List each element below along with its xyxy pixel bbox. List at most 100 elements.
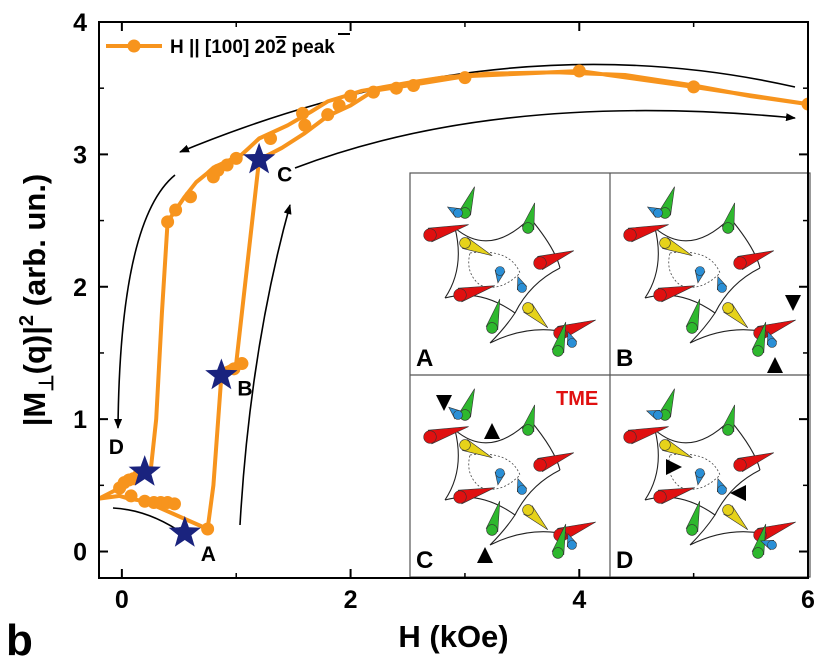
x-tick-label: 2 bbox=[344, 586, 358, 614]
data-point bbox=[389, 81, 403, 95]
red-spin-1-base bbox=[423, 430, 437, 444]
legend-label: H || [100] 202 peak bbox=[170, 37, 335, 58]
red-spin-3-base bbox=[453, 490, 467, 504]
red-spin-2-base bbox=[533, 256, 547, 270]
star-label-B: B bbox=[237, 377, 252, 400]
data-point bbox=[801, 97, 808, 111]
green-spin-2-base bbox=[522, 222, 534, 234]
yellow-spin-1-base bbox=[659, 439, 671, 451]
marker-up bbox=[767, 357, 783, 373]
inset-panel-label-A: A bbox=[416, 345, 433, 372]
blue-spin-3-base bbox=[517, 283, 527, 293]
marker-up-2 bbox=[477, 547, 493, 563]
green-spin-3-base bbox=[686, 524, 698, 536]
star-label-D: D bbox=[109, 436, 124, 459]
y-axis-superscript: 2 bbox=[16, 315, 38, 326]
data-point bbox=[296, 106, 310, 120]
blue-spin-2-base bbox=[695, 468, 705, 478]
red-spin-3-base bbox=[653, 288, 667, 302]
red-spin-2-base bbox=[733, 458, 747, 472]
marker-down bbox=[436, 395, 452, 411]
legend-overline: 2 bbox=[276, 37, 287, 58]
inset-panel-label-B: B bbox=[616, 345, 633, 372]
data-point bbox=[344, 89, 358, 103]
lattice-dashed bbox=[668, 453, 721, 490]
green-spin-4-base bbox=[552, 547, 564, 559]
data-point bbox=[687, 80, 701, 94]
yellow-spin-2-base bbox=[522, 504, 534, 516]
data-point bbox=[572, 64, 586, 78]
inset-panel-A: A bbox=[416, 186, 596, 372]
green-spin-3-base bbox=[686, 322, 698, 334]
red-spin-1-base bbox=[623, 228, 637, 242]
inset-panel-B: B bbox=[616, 186, 801, 373]
data-point bbox=[124, 489, 138, 503]
marker-up-1 bbox=[484, 423, 500, 439]
green-spin-3-base bbox=[486, 524, 498, 536]
blue-spin-3-base bbox=[717, 283, 727, 293]
marker-left bbox=[730, 485, 746, 501]
data-point bbox=[406, 79, 420, 93]
yellow-spin-2-base bbox=[522, 302, 534, 314]
red-spin-2-base bbox=[733, 256, 747, 270]
blue-spin-4-base bbox=[767, 540, 777, 550]
data-point bbox=[229, 151, 243, 165]
annotation-arrow-4 bbox=[239, 204, 292, 526]
star-B bbox=[205, 358, 238, 390]
y-axis-label: |M⊥(q)|2 (arb. un.) bbox=[16, 174, 58, 427]
data-point bbox=[321, 108, 335, 122]
y-tick-label: 1 bbox=[73, 406, 87, 434]
plot-layer bbox=[99, 63, 808, 547]
green-spin-2-base bbox=[722, 424, 734, 436]
star-C bbox=[242, 142, 276, 174]
inset-panel-label-C: C bbox=[416, 547, 433, 574]
data-point bbox=[332, 98, 346, 112]
red-spin-1-base bbox=[623, 430, 637, 444]
data-point bbox=[366, 85, 380, 99]
star-label-C: C bbox=[277, 164, 292, 187]
figure-label: b bbox=[6, 616, 33, 664]
green-spin-3-base bbox=[486, 322, 498, 334]
blue-spin-3-base bbox=[517, 485, 527, 495]
plot-border bbox=[98, 21, 809, 579]
blue-spin-1-base bbox=[653, 410, 663, 420]
data-point bbox=[183, 190, 197, 204]
data-point bbox=[264, 131, 278, 145]
inset-panel-label-D: D bbox=[616, 547, 633, 574]
marker-down bbox=[785, 295, 801, 311]
lattice-dashed bbox=[468, 251, 521, 288]
plot-frame bbox=[98, 21, 809, 579]
yellow-spin-1-base bbox=[659, 237, 671, 249]
green-spin-4-base bbox=[752, 345, 764, 357]
yellow-spin-2-base bbox=[722, 302, 734, 314]
blue-spin-2-base bbox=[495, 266, 505, 276]
x-tick-label: 0 bbox=[115, 586, 129, 614]
green-spin-4-base bbox=[552, 345, 564, 357]
yellow-spin-2-base bbox=[722, 504, 734, 516]
data-point bbox=[161, 215, 175, 229]
y-axis-subscript: ⊥ bbox=[36, 374, 58, 391]
blue-spin-1-base bbox=[653, 208, 663, 218]
y-tick-label: 0 bbox=[73, 539, 87, 567]
yellow-spin-1-base bbox=[459, 237, 471, 249]
star-D bbox=[128, 455, 161, 486]
blue-spin-1-base bbox=[453, 410, 463, 420]
lattice-lines bbox=[644, 217, 771, 344]
annotation-arrow-1 bbox=[179, 63, 796, 153]
data-point bbox=[169, 203, 183, 217]
data-point bbox=[167, 497, 181, 511]
red-spin-3-base bbox=[653, 490, 667, 504]
legend-marker bbox=[127, 39, 141, 53]
green-spin-2-base bbox=[522, 424, 534, 436]
y-tick-label: 4 bbox=[73, 9, 87, 37]
data-point bbox=[201, 522, 215, 536]
blue-spin-1-base bbox=[453, 208, 463, 218]
star-A bbox=[168, 516, 201, 547]
annotation-arrow-2 bbox=[294, 109, 796, 169]
data-point bbox=[298, 118, 312, 132]
data-point bbox=[220, 158, 234, 172]
